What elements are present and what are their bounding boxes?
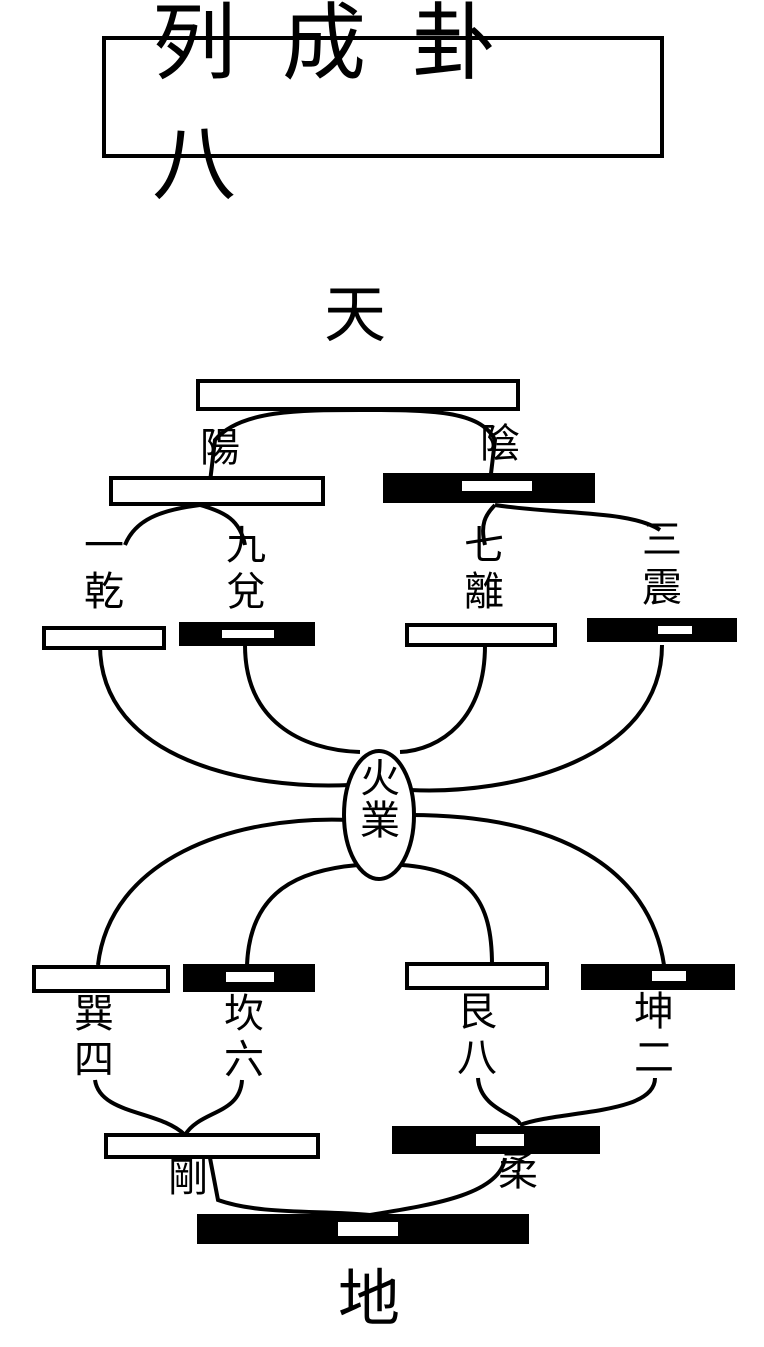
center-label: 火業 xyxy=(360,756,400,844)
diagram-title: 列成卦八 xyxy=(152,0,543,213)
curve-center-to-gen xyxy=(401,863,494,966)
heaven-bar xyxy=(196,379,520,411)
earth-bar-gap xyxy=(338,1222,398,1236)
curve-kan-to-gang xyxy=(183,1079,244,1137)
curve-qian-to-center xyxy=(98,644,351,788)
dui-bar-gap xyxy=(222,630,274,638)
curve-heaven-to-yin xyxy=(359,408,498,483)
center-oval xyxy=(342,749,416,881)
heaven-label: 天 xyxy=(324,278,387,351)
trigram-number-qian: 一 xyxy=(84,523,124,569)
yang-bar xyxy=(109,476,325,506)
trigram-number-kun: 二 xyxy=(634,1035,674,1081)
curve-xun-to-gang xyxy=(93,1079,187,1137)
trigram-name-zhen: 震 xyxy=(642,565,682,611)
li-bar xyxy=(405,623,557,647)
curve-yang-to-qian xyxy=(123,503,201,546)
trigram-number-li: 七 xyxy=(464,523,504,569)
trigram-number-zhen: 三 xyxy=(642,517,682,563)
qian-bar xyxy=(42,626,166,650)
trigram-name-gen: 艮 xyxy=(457,989,497,1035)
kun-bar-gap xyxy=(652,971,686,981)
trigram-name-kan: 坎 xyxy=(224,991,264,1037)
curve-kun-to-rou xyxy=(519,1077,657,1127)
curve-yang-to-dui xyxy=(199,503,247,546)
trigram-number-gen: 八 xyxy=(457,1035,497,1081)
curve-gen-to-rou xyxy=(476,1077,522,1126)
trigram-number-dui: 九 xyxy=(226,523,266,569)
trigram-name-dui: 兌 xyxy=(226,569,266,615)
kan-bar-gap xyxy=(226,972,274,982)
earth-label: 地 xyxy=(338,1262,401,1335)
rou-bar-gap xyxy=(476,1134,524,1146)
curve-center-to-xun xyxy=(96,817,351,966)
gang-label: 剛 xyxy=(168,1155,208,1201)
yin-bar-gap xyxy=(462,481,532,491)
yin-label: 陰 xyxy=(480,421,520,467)
trigram-name-xun: 巽 xyxy=(74,991,114,1037)
yang-label: 陽 xyxy=(200,425,240,471)
trigram-number-xun: 四 xyxy=(74,1037,114,1083)
curve-dui-to-center xyxy=(243,644,361,754)
curve-li-to-center xyxy=(399,644,487,754)
rou-label: 柔 xyxy=(498,1149,538,1195)
curve-center-to-kan xyxy=(245,863,359,966)
curve-gang-to-earth xyxy=(208,1157,371,1217)
trigram-name-li: 離 xyxy=(464,569,504,615)
gen-bar xyxy=(405,962,549,990)
trigram-number-kan: 六 xyxy=(224,1037,264,1083)
trigram-name-qian: 乾 xyxy=(84,569,124,615)
curve-center-to-kun xyxy=(409,813,666,966)
curve-yin-to-li xyxy=(481,503,497,546)
xun-bar xyxy=(32,965,170,993)
title-box: 列成卦八 xyxy=(102,0,664,213)
curve-zhen-to-center xyxy=(409,644,664,793)
gang-bar xyxy=(104,1133,320,1159)
trigram-name-kun: 坤 xyxy=(634,989,674,1035)
curve-rou-to-earth xyxy=(369,1157,507,1217)
curve-yin-to-zhen xyxy=(494,503,662,532)
zhen-bar-gap xyxy=(658,626,692,634)
